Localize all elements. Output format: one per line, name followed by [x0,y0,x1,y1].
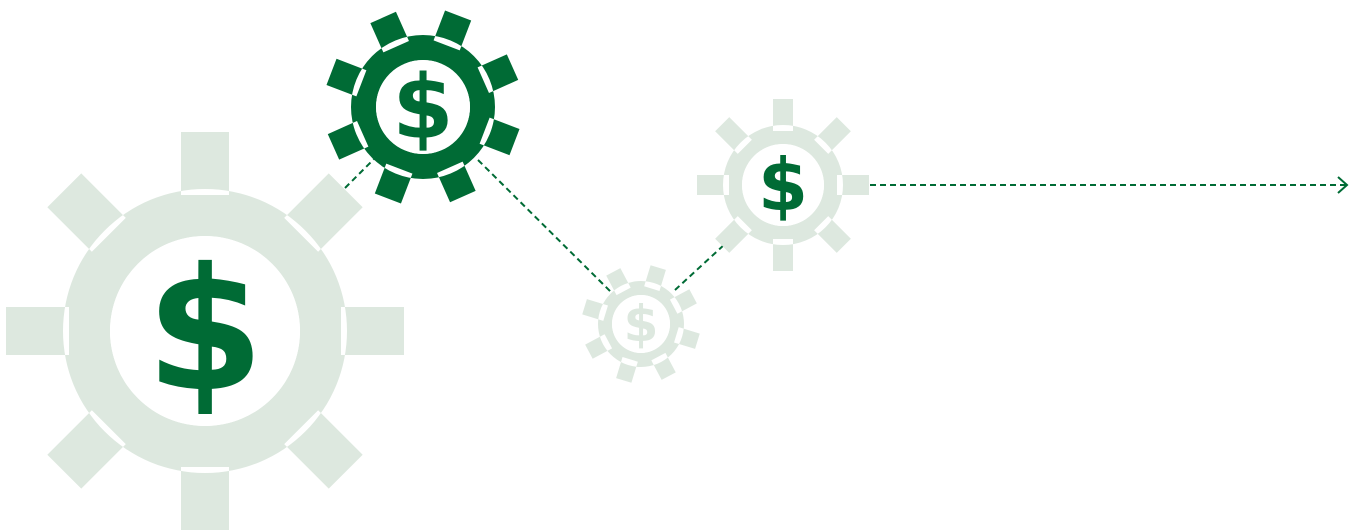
connector-small-to-mid [674,243,726,291]
gear-small: $ [582,265,700,383]
gear-hole [110,236,300,426]
dollar-gear-icon [326,10,520,204]
dollar-symbol: $ [624,295,659,353]
dollar-gear-icon [6,132,404,530]
dollar-gear-icon [582,265,700,383]
gear-large: $ [6,132,404,530]
connector-large-to-top [344,157,376,189]
gear-mid: $ [697,99,869,271]
dollar-symbol: $ [758,143,808,227]
gear-hole [612,295,670,353]
dollar-gear-icon [697,99,869,271]
dollar-symbol: $ [146,232,264,430]
dollar-symbol: $ [392,56,453,159]
dashed-connector [344,157,1349,294]
arrow-right-icon [1337,176,1349,194]
gear-hole [376,60,470,154]
gear-top: $ [326,10,520,204]
connector-top-to-small [477,159,613,294]
gear-hole [742,144,824,226]
